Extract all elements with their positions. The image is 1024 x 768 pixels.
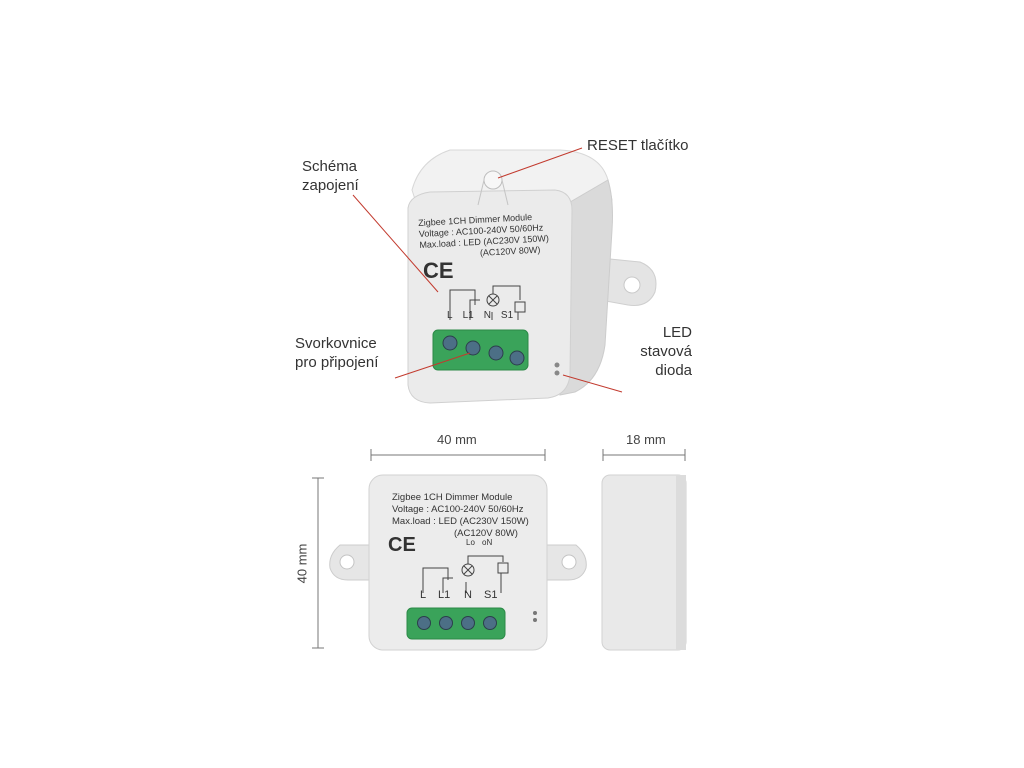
perspective-label-text: Zigbee 1CH Dimmer Module Voltage : AC100… bbox=[418, 210, 570, 262]
front-schematic-lo: Lo bbox=[466, 538, 475, 547]
dimension-lines bbox=[312, 449, 686, 649]
terminal-labels-perspective: L L1 N S1 bbox=[447, 310, 513, 321]
ce-mark: CE bbox=[423, 258, 454, 283]
callout-reset-text: RESET tlačítko bbox=[587, 137, 689, 154]
mounting-hole-right bbox=[623, 276, 641, 294]
front-schematic-on: oN bbox=[482, 538, 493, 547]
callout-led-line1: LED bbox=[662, 324, 692, 341]
terminal-block-front bbox=[406, 607, 506, 640]
terminal-label-l: L bbox=[447, 310, 453, 321]
dimension-depth-label: 18 mm bbox=[626, 432, 666, 447]
front-voltage-spec: Voltage : AC100-240V 50/60Hz bbox=[392, 504, 524, 515]
front-maxload-spec: Max.load : LED (AC230V 150W) bbox=[392, 516, 529, 527]
led-status-indicator bbox=[554, 362, 560, 368]
callout-terminals-line1: Svorkovnice bbox=[295, 335, 377, 352]
callout-schema-line2: zapojení bbox=[302, 177, 359, 194]
front-maxload-spec-2: (AC120V 80W) bbox=[454, 528, 518, 539]
module-side-profile bbox=[601, 474, 687, 651]
front-product-title: Zigbee 1CH Dimmer Module bbox=[392, 492, 513, 503]
callout-reset: RESET tlačítko bbox=[587, 136, 688, 155]
dimension-height-label: 40 mm bbox=[294, 543, 310, 584]
front-label-text: Zigbee 1CH Dimmer Module Voltage : AC100… bbox=[392, 492, 542, 540]
product-perspective-view bbox=[352, 147, 657, 404]
callout-led-line3: dioda bbox=[655, 362, 692, 379]
module-front-body bbox=[368, 474, 548, 651]
callout-schema-line1: Schéma bbox=[302, 158, 358, 175]
callout-lines bbox=[352, 147, 623, 393]
module-side-face bbox=[559, 179, 613, 396]
wiring-schematic-front bbox=[422, 555, 509, 593]
callout-led-line2: stavová bbox=[640, 343, 692, 360]
wiring-schematic bbox=[449, 285, 526, 320]
front-terminal-label-l: L bbox=[420, 589, 427, 601]
front-terminal-label-n: N bbox=[464, 589, 472, 601]
callout-terminals-line2: pro připojení bbox=[295, 354, 379, 371]
callout-terminals: Svorkovnice pro připojení bbox=[295, 334, 378, 372]
mounting-hole-right-front bbox=[561, 554, 577, 570]
terminal-label-n: N bbox=[483, 310, 491, 321]
terminal-label-l1: L1 bbox=[462, 310, 474, 321]
led-status-indicator-front bbox=[533, 611, 537, 615]
callout-led: LED stavová dioda bbox=[630, 323, 692, 380]
callout-schema: Schéma zapojení bbox=[302, 157, 359, 195]
front-dimension-view bbox=[312, 449, 687, 651]
front-terminal-label-s1: S1 bbox=[484, 589, 498, 601]
reset-button bbox=[483, 170, 503, 190]
front-ce-mark: CE bbox=[388, 534, 416, 556]
reset-button-slot bbox=[477, 179, 509, 206]
front-terminal-label-l1: L1 bbox=[438, 589, 451, 601]
terminal-screws-front bbox=[417, 616, 497, 630]
mounting-hole-left bbox=[339, 554, 355, 570]
terminal-label-s1: S1 bbox=[500, 310, 514, 321]
dimension-width-label: 40 mm bbox=[437, 432, 477, 447]
terminal-screws bbox=[442, 335, 525, 366]
